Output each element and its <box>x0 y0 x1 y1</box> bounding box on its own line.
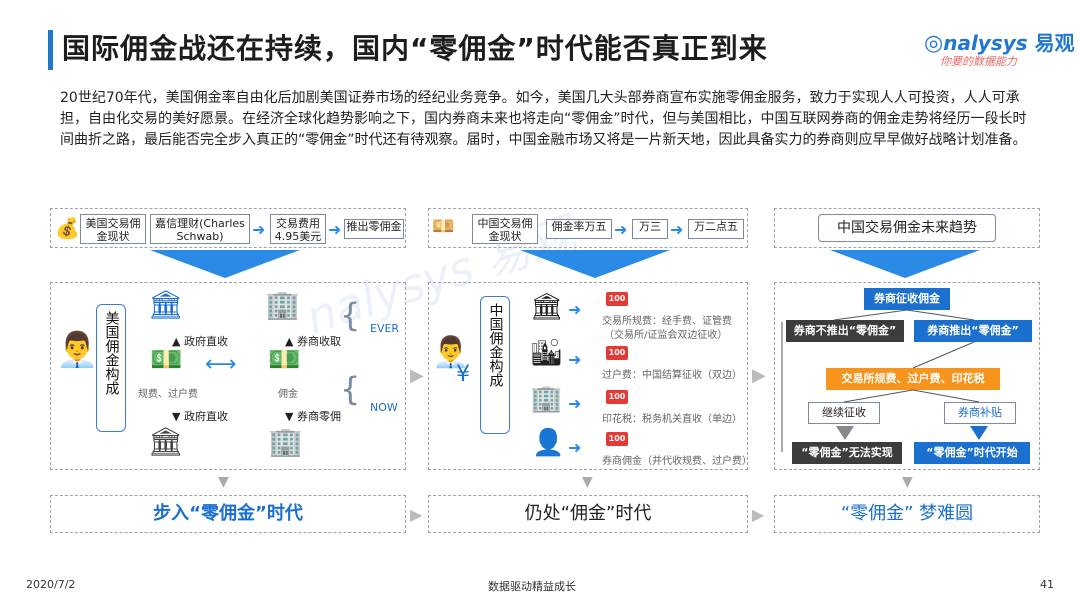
cn-item-3: 印花税：税务机关直收（单边） <box>602 414 742 425</box>
bracket: { <box>340 296 361 334</box>
cn-item-1: 交易所规费：经手费、证管费 <box>602 316 732 327</box>
future-bottom: “零佣金” 梦难圆 <box>774 495 1040 533</box>
clearing-building-icon: 🏙 <box>530 338 564 368</box>
page-title: 国际佣金战还在持续，国内“零佣金”时代能否真正到来 <box>62 32 768 65</box>
businessman-icon: 👨‍💼 <box>56 330 99 370</box>
us-broker-label-2: ▼ 券商零佣 <box>285 410 341 423</box>
yen-icon: ¥ <box>456 362 470 387</box>
footer-slogan: 数据驱动精益成长 <box>488 580 576 593</box>
logo-slogan: 你要的数据能力 <box>940 55 1017 68</box>
flow-zero: 券商推出“零佣金” <box>914 320 1032 342</box>
us-gov-label-2: ▼ 政府直收 <box>172 410 228 423</box>
money-bag-icon: 💰 <box>55 216 80 240</box>
us-broker-label: ▲ 券商收取 <box>285 335 341 348</box>
bank-icon: 🏛 <box>148 425 184 458</box>
us-vertical-label: 美国佣金构成 <box>96 304 126 432</box>
cn-item-2: 过户费：中国结算征收（双边） <box>602 370 742 381</box>
cn-structure-panel <box>428 282 748 470</box>
tax-building-icon: 🏢 <box>530 384 563 414</box>
logo: ◎nalysys 易观 <box>924 31 1075 56</box>
building-icon: 🏢 <box>265 288 300 321</box>
flow-no-zero: 券商不推出“零佣金” <box>786 320 904 342</box>
us-step-2: 交易费用4.95美元 <box>270 214 326 244</box>
flow-start: “零佣金”时代开始 <box>914 442 1030 464</box>
us-vertical-text: 美国佣金构成 <box>103 311 120 395</box>
cn-step-3: 万二点五 <box>688 219 744 239</box>
right-arrow-icon: ▶ <box>752 365 766 386</box>
person-icon: 👤 <box>532 428 565 458</box>
down-arrow-icon <box>830 250 980 278</box>
right-arrow-icon: ▶ <box>410 365 424 386</box>
flow-collect: 券商征收佣金 <box>864 288 950 310</box>
title-accent-bar <box>48 30 53 70</box>
cash-icon: 💵 <box>268 345 301 375</box>
businessman-icon: 👨‍💼 <box>432 335 470 370</box>
building-icon: 🏢 <box>268 425 303 458</box>
arrow-right-icon: ➜ <box>568 300 582 319</box>
arrow-right-icon: ➜ <box>614 220 628 239</box>
cn-step-2: 万三 <box>632 219 668 239</box>
page-number: 41 <box>1040 578 1054 591</box>
cn-vertical-label: 中国佣金构成 <box>480 296 510 434</box>
money-icon: 100 <box>606 346 628 360</box>
arrow-right-icon: ➜ <box>568 350 582 369</box>
logo-brand-cn: 易观 <box>1034 31 1075 55</box>
cn-header-panel <box>428 208 748 248</box>
us-header-box: 美国交易佣金现状 <box>80 214 146 244</box>
down-arrow-icon: ▼ <box>582 474 593 490</box>
logo-brand: nalysys <box>943 31 1028 55</box>
us-gov-label: ▲ 政府直收 <box>172 335 228 348</box>
future-header-box: 中国交易佣金未来趋势 <box>818 214 996 242</box>
ever-label: EVER <box>370 322 400 335</box>
cn-item-1-note: （交易所/证监会双边征收） <box>604 330 728 341</box>
arrow-right-icon: ➜ <box>670 220 684 239</box>
down-arrow-icon <box>150 250 300 278</box>
money-icon: 100 <box>606 292 628 306</box>
right-arrow-icon: ▶ <box>410 505 423 524</box>
us-fee-label: 规费、过户费 <box>138 389 198 400</box>
flow-fees: 交易所规费、过户费、印花税 <box>826 368 1000 390</box>
us-structure-panel <box>50 282 406 470</box>
cn-step-1: 佣金率万五 <box>546 219 612 239</box>
us-step-3: 推出零佣金 <box>344 219 404 239</box>
arrow-right-icon: ➜ <box>328 220 342 239</box>
us-bottom: 步入“零佣金”时代 <box>50 495 406 533</box>
future-flow-panel <box>774 282 1040 470</box>
us-step-1: 嘉信理财(Charles Schwab) <box>150 214 250 244</box>
cn-bottom: 仍处“佣金”时代 <box>428 495 748 533</box>
cn-vertical-text: 中国佣金构成 <box>487 303 504 387</box>
cn-header-box: 中国交易佣金现状 <box>472 214 538 244</box>
money-icon: 100 <box>606 390 628 404</box>
exchange-building-icon: 🏛 <box>530 292 564 322</box>
arrow-right-icon: ➜ <box>568 394 582 413</box>
flow-fail: “零佣金”无法实现 <box>792 442 902 464</box>
banknote-icon: 💴 <box>432 216 455 237</box>
cn-item-4: 券商佣金（并代收规费、过户费） <box>602 456 752 467</box>
flow-subsidy: 券商补贴 <box>944 402 1016 424</box>
flow-continue: 继续征收 <box>808 402 880 424</box>
footer-date: 2020/7/2 <box>26 578 76 591</box>
us-header-panel <box>50 208 406 248</box>
bracket: { <box>340 370 361 408</box>
arrow-right-icon: ➜ <box>568 438 582 457</box>
down-arrow-icon: ▼ <box>218 474 229 490</box>
double-arrow-icon: ⟷ <box>205 352 237 377</box>
bank-icon: 🏛 <box>148 288 184 321</box>
arrow-right-icon: ➜ <box>252 220 266 239</box>
down-arrow-icon <box>520 250 670 278</box>
cash-icon: 💵 <box>150 345 183 375</box>
right-arrow-icon: ▶ <box>752 505 765 524</box>
money-icon: 100 <box>606 432 628 446</box>
down-arrow-icon: ▼ <box>902 474 913 490</box>
intro-paragraph: 20世纪70年代，美国佣金率自由化后加剧美国证券市场的经纪业务竞争。如今，美国几… <box>60 90 1027 148</box>
now-label: NOW <box>370 401 398 414</box>
future-header-panel <box>774 208 1040 248</box>
flow-connectors <box>781 309 988 452</box>
us-commission-label: 佣金 <box>278 389 298 400</box>
